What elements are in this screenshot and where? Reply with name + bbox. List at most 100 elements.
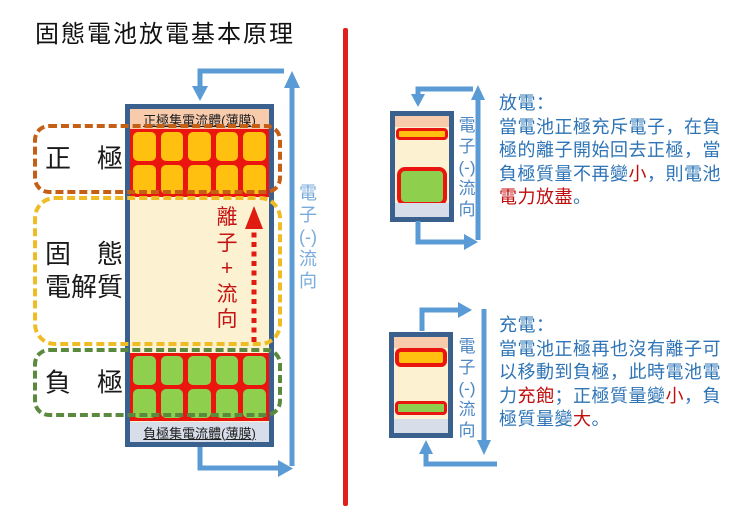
electrode-block <box>188 356 211 385</box>
text-segment: 極質量變 <box>499 409 573 429</box>
negative-collector-strip: 負極集電流體(薄膜) <box>130 422 269 442</box>
electrode-block <box>133 356 156 385</box>
electrode-block <box>243 356 266 385</box>
vertical-char: 流 <box>299 249 317 269</box>
vertical-char: 流 <box>458 400 476 419</box>
electrode-block <box>215 356 239 385</box>
electrode-block <box>188 165 211 194</box>
text-segment: 充飽 <box>517 385 555 406</box>
text-segment: 負極質量不再變 <box>499 163 629 184</box>
electrode-block <box>133 389 156 418</box>
vertical-char: 電 <box>299 183 317 203</box>
vertical-char: (-) <box>458 158 476 177</box>
electrode-block <box>243 165 266 194</box>
discharge-battery-cell <box>390 111 454 222</box>
vertical-char: + <box>220 257 234 280</box>
electrode-block <box>160 165 184 194</box>
vertical-char: 流 <box>458 179 476 198</box>
charge-negative-collector <box>394 419 448 433</box>
electrode-block <box>215 389 239 418</box>
electrode-block <box>133 132 156 161</box>
text-segment: 大 <box>573 409 592 429</box>
text-segment: 以移動到負極，此時電池電 <box>499 362 721 382</box>
vertical-char: 子 <box>299 205 317 225</box>
text-segment: 當電池正極充斥電子，在負 <box>499 116 721 137</box>
charge-electron-arrow-top <box>419 302 472 331</box>
electrolyte-label-line1: 固 態 <box>45 239 124 269</box>
text-segment: 力 <box>499 385 518 406</box>
charge-positive-collector <box>394 337 448 348</box>
electrolyte-label-line2: 電解質 <box>45 272 124 302</box>
text-segment: 。 <box>573 187 592 207</box>
text-segment: ，負 <box>684 385 721 406</box>
text-segment: ，則電池 <box>647 163 721 184</box>
electrode-block <box>243 389 266 418</box>
electron-flow-label-charge: 電子(-)流向 <box>454 336 480 441</box>
text-line: 當電池正極充斥電子，在負 <box>499 116 737 140</box>
discharge-positive-electrode <box>396 128 448 140</box>
electron-flow-label-main: 電子 (-) 流向 <box>294 182 322 292</box>
text-segment: 。 <box>591 409 610 429</box>
discharge-text-panel: 放電： 當電池正極充斥電子，在負極的離子開始回去正極，當負極質量不再變小，則電池… <box>499 92 737 210</box>
text-segment: ；正極質量變 <box>554 385 666 406</box>
electrode-block <box>188 389 211 418</box>
text-line: 當電池正極再也沒有離子可 <box>499 338 737 362</box>
electrode-block <box>215 165 239 194</box>
discharge-electron-arrow-top <box>411 86 473 107</box>
vertical-char: 流 <box>216 282 238 306</box>
negative-zone-outline: 負 極 <box>33 348 282 417</box>
electrode-block <box>215 132 239 161</box>
page-title: 固態電池放電基本原理 <box>35 21 295 48</box>
main-electron-arrow-top <box>192 68 284 101</box>
negative-electrode-blocks <box>130 353 269 421</box>
electron-flow-label-discharge: 電子 (-) 流向 <box>454 115 480 220</box>
text-line: 電力放盡。 <box>499 186 737 210</box>
electrode-block <box>160 356 184 385</box>
vertical-char: 子 <box>216 231 238 255</box>
discharge-body: 當電池正極充斥電子，在負極的離子開始回去正極，當負極質量不再變小，則電池電力放盡… <box>499 116 737 210</box>
vertical-char: 離 <box>216 206 238 229</box>
vertical-char: 向 <box>458 200 476 219</box>
text-line: 極的離子開始回去正極，當 <box>499 139 737 163</box>
charge-positive-electrode <box>395 348 447 367</box>
main-battery-cell: 正極集電流體(薄膜) 負極集電流體(薄膜) <box>125 104 274 447</box>
vertical-char: (-) <box>299 227 317 247</box>
negative-zone-label: 負 極 <box>45 367 124 397</box>
positive-electrode-blocks <box>130 129 269 197</box>
positive-zone-label: 正 極 <box>45 143 124 174</box>
electrode-block <box>243 132 266 161</box>
positive-collector-label: 正極集電流體(薄膜) <box>143 112 256 128</box>
electrode-block <box>188 132 211 161</box>
text-segment: 小 <box>628 163 647 184</box>
charge-body: 當電池正極再也沒有離子可以移動到負極，此時電池電力充飽；正極質量變小，負極質量變… <box>499 338 737 432</box>
ion-flow-label: 離子+流向 <box>212 205 242 333</box>
discharge-electron-arrow-bottom <box>415 221 478 250</box>
text-line: 力充飽；正極質量變小，負 <box>499 385 737 409</box>
electrode-block <box>160 389 184 418</box>
charge-heading: 充電： <box>499 315 555 335</box>
vertical-char: 子 <box>458 137 476 156</box>
discharge-negative-collector <box>395 203 449 217</box>
discharge-positive-collector <box>395 116 449 127</box>
vertical-divider <box>343 28 348 506</box>
vertical-char: 電 <box>458 116 476 135</box>
electrode-block <box>133 165 156 194</box>
text-segment: 小 <box>665 385 684 406</box>
vertical-char: 電 <box>458 337 476 356</box>
text-line: 負極質量不再變小，則電池 <box>499 163 737 187</box>
vertical-char: 向 <box>299 271 317 291</box>
text-line: 以移動到負極，此時電池電 <box>499 361 737 385</box>
discharge-negative-electrode <box>397 167 447 206</box>
electrolyte-zone-label: 固 態 電解質 <box>45 238 123 304</box>
discharge-heading: 放電： <box>499 93 555 113</box>
charge-negative-electrode <box>395 401 447 415</box>
vertical-char: 向 <box>216 308 238 331</box>
charge-battery-cell <box>389 332 453 438</box>
negative-collector-label: 負極集電流體(薄膜) <box>143 425 256 441</box>
electrolyte-zone-outline: 固 態 電解質 <box>33 196 282 346</box>
positive-zone-outline: 正 極 <box>33 124 282 194</box>
charge-text-panel: 充電： 當電池正極再也沒有離子可以移動到負極，此時電池電力充飽；正極質量變小，負… <box>499 314 737 432</box>
charge-electron-arrow-bottom <box>419 440 497 467</box>
text-line: 極質量變大。 <box>499 408 737 432</box>
